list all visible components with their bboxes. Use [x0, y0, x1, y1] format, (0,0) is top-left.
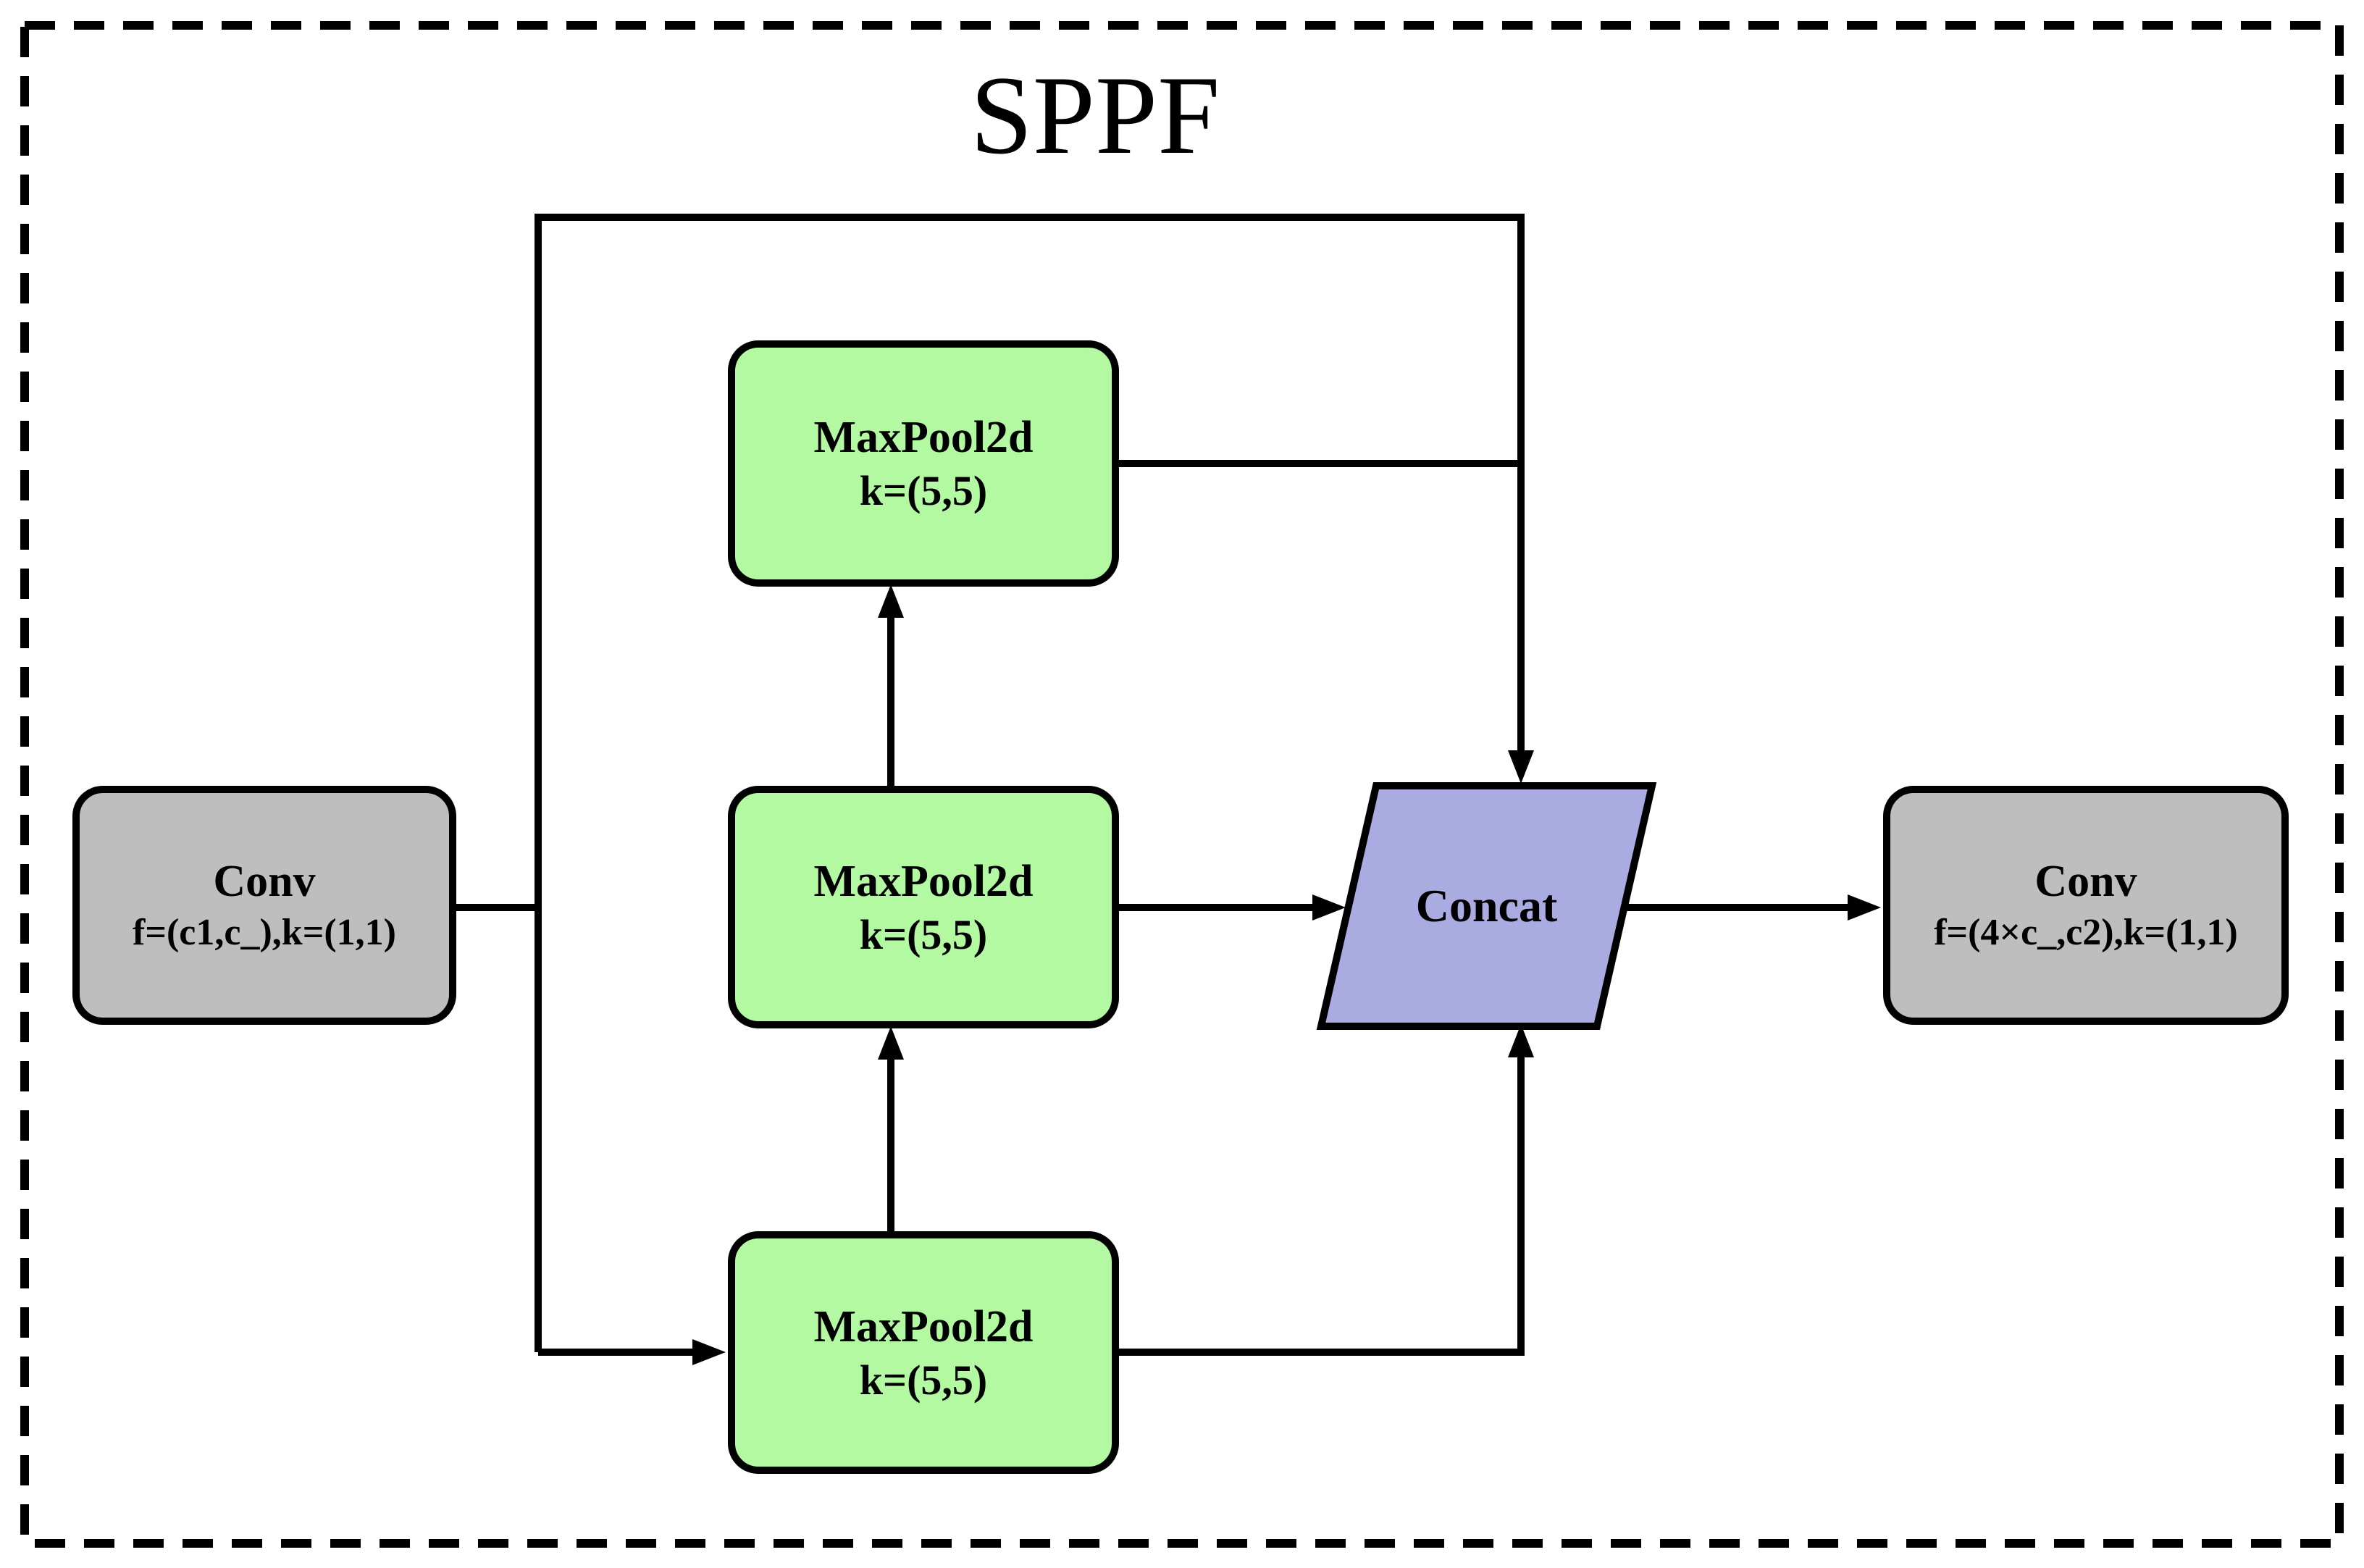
node-params: k=(5,5)	[859, 467, 988, 514]
node-label: MaxPool2d	[813, 1301, 1034, 1351]
conv-input-node: Conv f=(c1,c_),k=(1,1)	[72, 786, 456, 1025]
node-label: MaxPool2d	[813, 856, 1034, 906]
diagram-title: SPPF	[970, 53, 1220, 177]
wire-bypass-to-concat-top	[535, 214, 1534, 1352]
sppf-boundary	[20, 21, 2344, 1548]
wire-maxpool-bottom-to-concat	[1119, 1024, 1534, 1356]
concat-node-shape	[1316, 782, 1657, 1030]
node-label: Conv	[2034, 857, 2137, 906]
maxpool-bottom-node: MaxPool2d k=(5,5)	[728, 1231, 1119, 1474]
conv-output-node: Conv f=(4×c_,c2),k=(1,1)	[1883, 786, 2289, 1025]
maxpool-middle-node: MaxPool2d k=(5,5)	[728, 786, 1119, 1028]
concat-node-label: Concat	[1415, 880, 1558, 931]
node-label: MaxPool2d	[813, 413, 1034, 462]
node-params: f=(4×c_,c2),k=(1,1)	[1934, 912, 2238, 953]
node-params: f=(c1,c_),k=(1,1)	[133, 912, 396, 953]
node-params: k=(5,5)	[859, 910, 988, 958]
node-label: Conv	[213, 857, 316, 906]
node-params: k=(5,5)	[859, 1356, 988, 1404]
maxpool-top-node: MaxPool2d k=(5,5)	[728, 340, 1119, 587]
